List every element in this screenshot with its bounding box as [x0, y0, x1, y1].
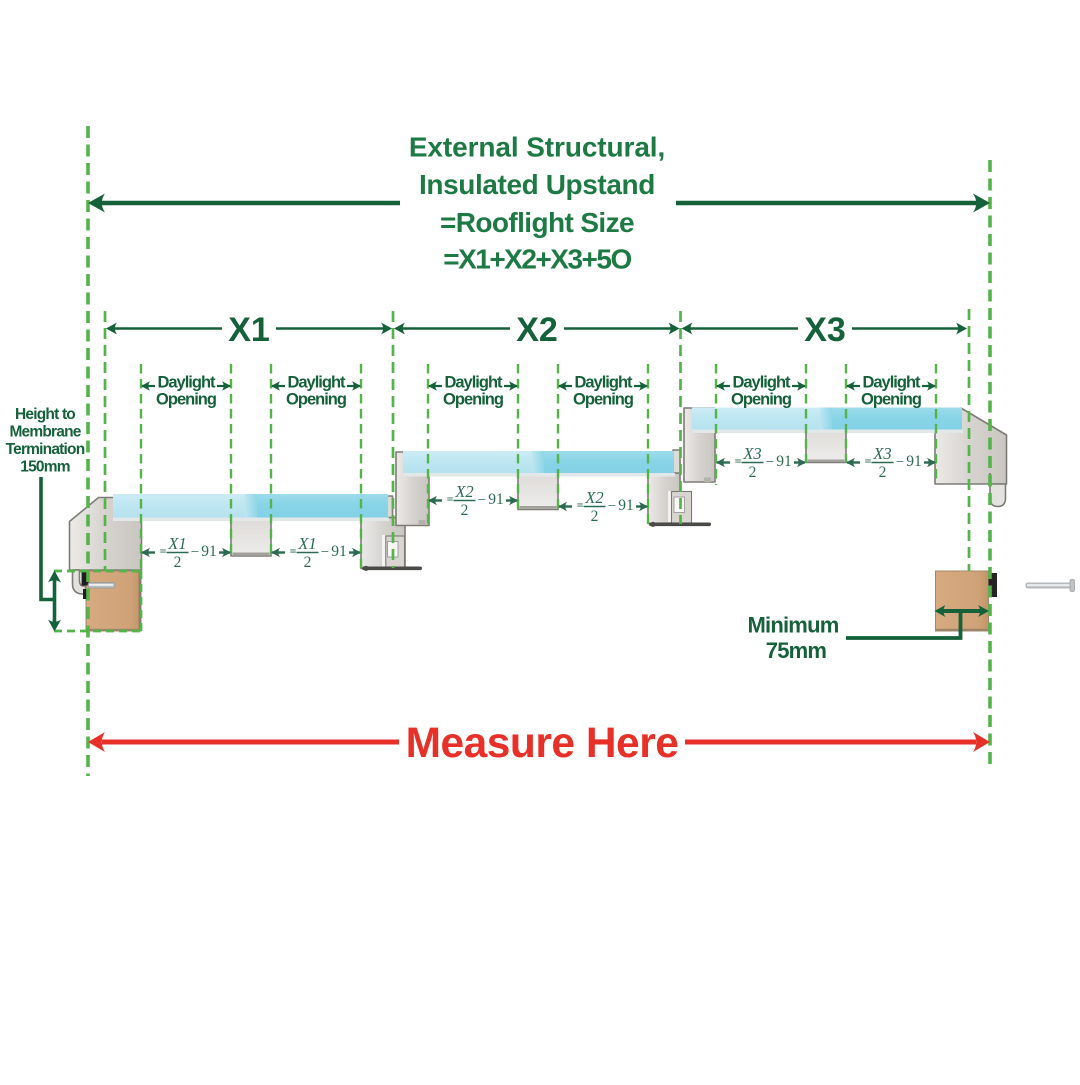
svg-text:X3: X3: [872, 444, 891, 463]
svg-text:X3: X3: [804, 311, 846, 349]
svg-text:X3: X3: [742, 444, 761, 463]
svg-text:Height to: Height to: [15, 406, 75, 423]
svg-text:2: 2: [879, 464, 887, 481]
svg-text:=Rooflight Size: =Rooflight Size: [440, 207, 634, 238]
svg-text:2: 2: [749, 464, 757, 481]
svg-text:Opening: Opening: [861, 391, 921, 409]
svg-text:91: 91: [488, 491, 504, 508]
svg-text:Membrane: Membrane: [9, 424, 81, 441]
svg-text:X2: X2: [454, 482, 473, 501]
svg-text:X1: X1: [167, 534, 186, 553]
svg-text:Daylight: Daylight: [732, 374, 791, 392]
svg-text:Daylight: Daylight: [444, 374, 503, 392]
svg-text:91: 91: [906, 453, 922, 470]
svg-text:Measure Here: Measure Here: [406, 720, 679, 767]
svg-text:−: −: [896, 455, 904, 471]
svg-text:−: −: [478, 493, 486, 509]
svg-text:2: 2: [174, 554, 182, 571]
svg-text:=: =: [447, 492, 454, 506]
svg-text:−: −: [766, 455, 774, 471]
svg-text:−: −: [321, 545, 329, 561]
svg-text:Insulated Upstand: Insulated Upstand: [419, 169, 655, 200]
svg-text:=: =: [160, 544, 167, 558]
svg-text:=: =: [865, 454, 872, 468]
svg-text:75mm: 75mm: [766, 638, 827, 663]
svg-text:2: 2: [461, 502, 469, 519]
svg-text:91: 91: [201, 543, 217, 560]
svg-text:=: =: [735, 454, 742, 468]
svg-text:−: −: [191, 545, 199, 561]
svg-text:=: =: [290, 544, 297, 558]
svg-text:Minimum: Minimum: [748, 613, 839, 638]
svg-text:91: 91: [331, 543, 347, 560]
svg-text:X2: X2: [516, 311, 558, 349]
svg-text:Opening: Opening: [286, 391, 346, 409]
svg-text:X2: X2: [584, 488, 603, 507]
svg-text:=X1+X2+X3+5O: =X1+X2+X3+5O: [443, 244, 631, 275]
svg-text:Opening: Opening: [443, 391, 503, 409]
svg-text:External Structural,: External Structural,: [409, 132, 665, 163]
svg-text:=: =: [577, 498, 584, 512]
svg-text:Opening: Opening: [573, 391, 633, 409]
svg-text:Daylight: Daylight: [574, 374, 633, 392]
svg-text:Daylight: Daylight: [287, 374, 346, 392]
svg-text:2: 2: [591, 508, 599, 525]
svg-text:Daylight: Daylight: [157, 374, 216, 392]
svg-text:91: 91: [776, 453, 792, 470]
svg-text:Opening: Opening: [731, 391, 791, 409]
svg-text:X1: X1: [297, 534, 316, 553]
svg-text:X1: X1: [228, 311, 270, 349]
svg-text:150mm: 150mm: [20, 459, 69, 476]
svg-text:Termination: Termination: [6, 441, 85, 458]
svg-text:Daylight: Daylight: [862, 374, 921, 392]
svg-text:−: −: [608, 499, 616, 515]
svg-text:2: 2: [304, 554, 312, 571]
svg-text:Opening: Opening: [156, 391, 216, 409]
svg-text:91: 91: [618, 497, 634, 514]
